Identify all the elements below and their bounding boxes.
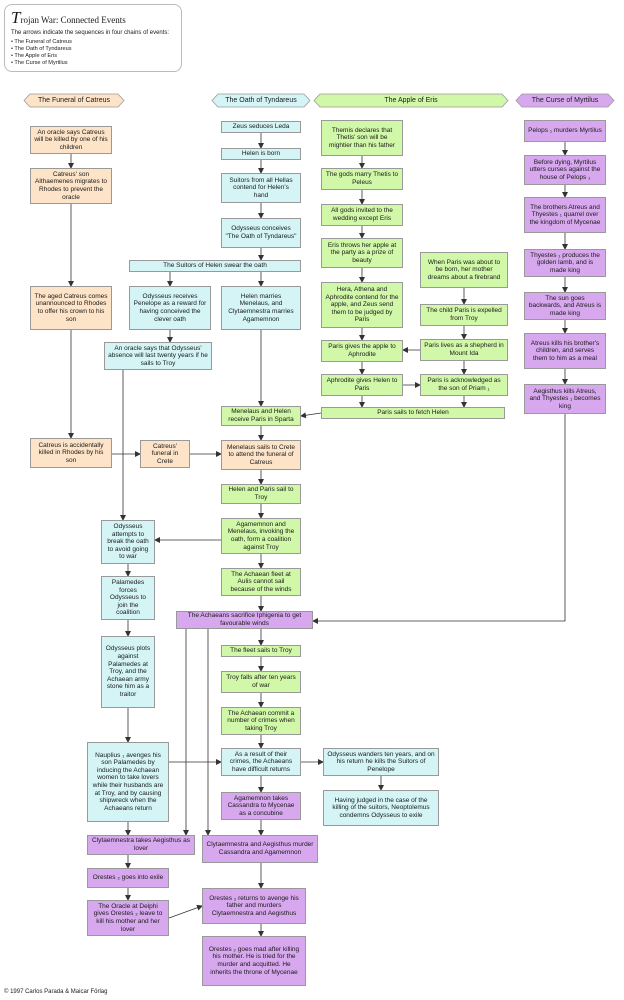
event-helen-marries-menelaus: Helen marries Menelaus, and Clytaemnestr… (221, 286, 301, 330)
event-odysseus-receives-penelope: Odysseus receives Penelope as a reward f… (129, 286, 211, 330)
event-fleet-at-aulis: The Achaean fleet at Aulis cannot sail b… (221, 568, 301, 596)
arrow-42 (312, 414, 566, 624)
event-suitors-swear-oath: The Suitors of Helen swear the oath (129, 260, 301, 272)
event-pelops-murders-myrtilus: Pelops ₁ murders Myrtilus (524, 120, 606, 142)
event-paris-expelled: The child Paris is expelled from Troy (420, 304, 508, 326)
event-thetis-marries-peleus: The gods marry Thetis to Peleus (321, 168, 403, 190)
event-helen-born: Helen is born (221, 148, 301, 160)
header-oath-of-tyndareus: The Oath of Tyndareus (225, 97, 297, 104)
event-paris-acknowledged: Paris is acknowledged as the son of Pria… (420, 374, 508, 396)
arrow-57 (168, 904, 203, 919)
legend-panel: Trojan War: Connected Events The arrows … (4, 4, 182, 72)
legend-description: The arrows indicate the sequences in fou… (11, 30, 170, 36)
event-orestes-goes-mad: Orestes ₂ goes mad after killing his mot… (202, 936, 306, 986)
event-sun-goes-backwards: The sun goes backwards, and Atreus is ma… (524, 292, 606, 320)
event-clytaemnestra-takes-aegisthus: Clytaemnestra takes Aegisthus as lover (87, 835, 195, 855)
event-agamemnon-takes-cassandra: Agamemnon takes Cassandra to Mycenae as … (221, 792, 301, 820)
header-arrow-shape-eris (313, 93, 509, 108)
event-achaean-crimes: The Achaean commit a number of crimes wh… (221, 707, 301, 735)
legend-item-tyndareus: The Oath of Tyndareus (11, 46, 175, 53)
header-funeral-of-catreus: The Funeral of Catreus (38, 97, 110, 104)
legend-title: Trojan War: Connected Events (11, 8, 126, 27)
event-brothers-quarrel: The brothers Atreus and Thyestes ₁ quarr… (524, 197, 606, 233)
event-aphrodite-gives-helen: Aphrodite gives Helen to Paris (321, 374, 403, 396)
event-odysseus-wanders: Odysseus wanders ten years, and on his r… (323, 748, 439, 776)
legend-list: The Funeral of Catreus The Oath of Tynda… (11, 39, 175, 67)
event-oracle-odysseus-absence: An oracle says that Odysseus' absence wi… (104, 342, 212, 370)
event-menelaus-sails-to-crete: Menelaus sails to Crete to attend the fu… (221, 440, 301, 470)
event-odysseus-exiled: Having judged in the case of the killing… (323, 790, 439, 826)
event-odysseus-conceives-oath: Odysseus conceives "The Oath of Tyndareu… (221, 218, 301, 248)
header-curse-of-myrtilus: The Curse of Myrtilus (531, 97, 599, 104)
event-eris-not-invited: All gods invited to the wedding except E… (321, 204, 403, 226)
event-palamedes-forces-odysseus: Palamedes forces Odysseus to join the co… (101, 576, 155, 620)
event-catreus-funeral: Catreus' funeral in Crete (140, 440, 190, 468)
event-sacrifice-iphigenia: The Achaeans sacrifice Iphigenia to get … (176, 611, 313, 629)
header-apple-of-eris: The Apple of Eris (384, 97, 438, 104)
event-atreus-kills-children: Atreus kills his brother's children, and… (524, 333, 606, 369)
event-odysseus-breaks-oath: Odysseus attempts to break the oath to a… (101, 520, 155, 564)
event-paris-gives-apple: Paris gives the apple to Aphrodite (321, 340, 403, 362)
event-fleet-sails-to-troy: The fleet sails to Troy (221, 645, 301, 657)
header-arrow-shape-tyndareus (211, 93, 311, 108)
event-murder-of-agamemnon: Clytaemnestra and Aegisthus murder Cassa… (202, 835, 318, 863)
header-arrow-shape-catreus (23, 93, 125, 108)
event-delphi-oracle: The Oracle at Delphi gives Orestes ₂ lea… (87, 900, 169, 936)
event-orestes-returns: Orestes ₂ returns to avenge his father a… (202, 888, 306, 924)
header-arrow-shape-myrtilus (515, 93, 615, 108)
event-paris-shepherd: Paris lives as a shepherd in Mount Ida (420, 339, 508, 361)
legend-item-catreus: The Funeral of Catreus (11, 39, 175, 46)
event-althaemenes-migrates: Catreus' son Althaemenes migrates to Rho… (30, 168, 112, 204)
event-eris-throws-apple: Eris throws her apple at the party as a … (321, 238, 403, 268)
event-odysseus-plots-palamedes: Odysseus plots against Palamedes at Troy… (101, 636, 155, 708)
event-aegisthus-kills-atreus: Aegisthus kills Atreus, and Thyestes ₁ b… (524, 384, 606, 414)
legend-item-eris: The Apple of Eris (11, 53, 175, 60)
event-zeus-seduces-leda: Zeus seduces Leda (221, 121, 301, 133)
event-helen-paris-sail-to-troy: Helen and Paris sail to Troy (221, 484, 301, 504)
event-paris-sails-for-helen: Paris sails to fetch Helen (321, 407, 505, 419)
event-paris-mother-dreams: When Paris was about to be born, her mot… (420, 252, 508, 288)
event-catreus-comes-to-rhodes: The aged Catreus comes unannounced to Rh… (30, 286, 112, 330)
event-difficult-returns: As a result of their crimes, the Achaean… (221, 748, 301, 776)
event-nauplius-avenges: Nauplius ₁ avenges his son Palamedes by … (87, 742, 169, 822)
event-orestes-exile: Orestes ₂ goes into exile (87, 868, 169, 888)
event-myrtilus-curses: Before dying, Myrtilus utters curses aga… (524, 155, 606, 185)
event-menelaus-receives-paris: Menelaus and Helen receive Paris in Spar… (221, 406, 301, 426)
event-troy-falls: Troy falls after ten years of war (221, 671, 301, 693)
event-goddesses-contend: Hera, Athena and Aphrodite contend for t… (321, 282, 403, 328)
event-golden-lamb: Thyestes ₁ produces the golden lamb, and… (524, 249, 606, 277)
arrow-35 (300, 412, 322, 419)
copyright-notice: © 1997 Carlos Parada & Maicar Förlag (4, 989, 108, 995)
event-themis-declares: Themis declares that Thetis' son will be… (321, 120, 403, 156)
event-catreus-killed: Catreus is accidentally killed in Rhodes… (30, 438, 112, 468)
legend-item-myrtilus: The Curse of Myrtilus (11, 60, 175, 67)
event-suitors-contend: Suitors from all Hellas contend for Hele… (221, 173, 301, 203)
event-oracle-catreus: An oracle says Catreus will be killed by… (30, 126, 112, 154)
event-coalition-against-troy: Agamemnon and Menelaus, invoking the oat… (221, 518, 301, 554)
